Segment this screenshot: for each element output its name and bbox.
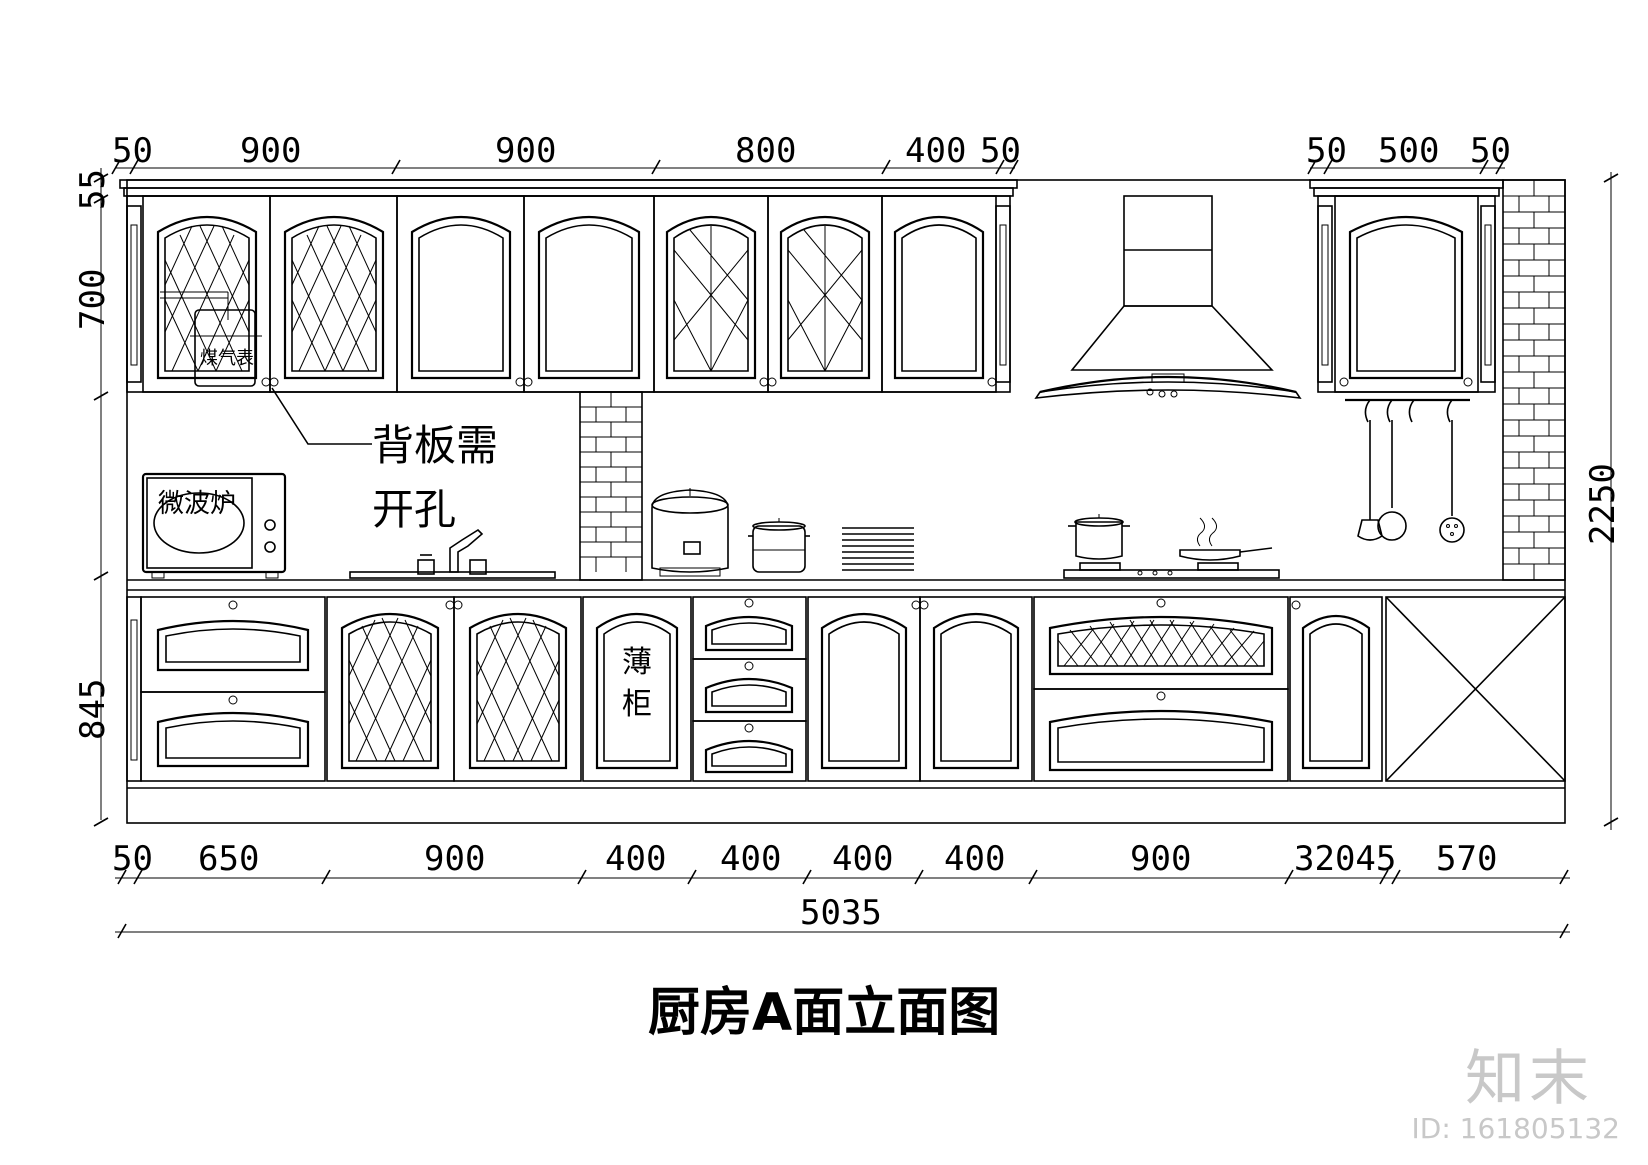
dim-bottom-5: 400: [832, 839, 893, 879]
dim-total: 5035: [800, 893, 882, 933]
dim-top-right-2: 50: [1470, 131, 1511, 171]
dim-top-0: 50: [112, 131, 153, 171]
dim-bottom-3: 400: [605, 839, 666, 879]
dim-top-right-0: 50: [1306, 131, 1347, 171]
dim-left-2: 845: [73, 679, 113, 740]
microwave: 微波炉: [141, 472, 287, 579]
dim-top-1: 900: [240, 131, 301, 171]
dim-bottom-2: 900: [424, 839, 485, 879]
bottom-dimension-line: 50 650 900 400 400 400 400 900 32045 570: [112, 839, 1570, 885]
dim-bottom-4: 400: [720, 839, 781, 879]
drawing-title: 厨房A面立面图: [648, 983, 1000, 1043]
upper-right-cabinet: [1309, 179, 1504, 393]
gas-meter: 煤气表: [160, 291, 262, 387]
right-dimension-line: 2250: [1583, 172, 1623, 830]
gas-meter-label: 煤气表: [200, 348, 254, 369]
brick-wall-center: [579, 391, 643, 581]
base-cabinets: 薄 柜: [126, 596, 1566, 782]
range-hood: [1034, 195, 1302, 400]
backboard-note-line2: 开孔: [372, 485, 456, 534]
utensil-rail: [1345, 398, 1470, 543]
dim-left-1: 700: [73, 269, 113, 330]
rice-cooker: [651, 488, 729, 577]
sink-faucet: [349, 528, 556, 579]
watermark-id: ID: 161805132: [1411, 1112, 1620, 1145]
dim-top-2: 900: [495, 131, 556, 171]
microwave-label: 微波炉: [158, 489, 236, 519]
plate-stack: [842, 527, 914, 571]
dim-top-4: 400: [905, 131, 966, 171]
backboard-note-line1: 背板需: [372, 421, 498, 470]
dim-right: 2250: [1583, 463, 1623, 545]
dim-bottom-8: 32045: [1294, 839, 1396, 879]
dim-bottom-9: 570: [1436, 839, 1497, 879]
cooktop: [1063, 514, 1280, 579]
dim-top-right-1: 500: [1378, 131, 1439, 171]
backboard-note-leader: [271, 387, 372, 445]
dim-top-3: 800: [735, 131, 796, 171]
left-dimension-line: 55 700 845: [73, 168, 113, 827]
stock-pot: [748, 518, 810, 573]
dim-bottom-7: 900: [1130, 839, 1191, 879]
top-dimension-line: 50 900 900 800 400 50 50 500 50: [111, 131, 1511, 175]
total-dimension-line: 5035: [115, 893, 1570, 939]
thin-cabinet-label-1: 薄: [622, 645, 652, 680]
watermark-logo: 知末: [1465, 1044, 1593, 1114]
dim-left-0: 55: [73, 169, 113, 210]
brick-wall-right: [1502, 179, 1566, 581]
dim-bottom-1: 650: [198, 839, 259, 879]
dim-bottom-0: 50: [112, 839, 153, 879]
dim-top-5: 50: [980, 131, 1021, 171]
thin-cabinet-label-2: 柜: [622, 687, 652, 722]
dim-bottom-6: 400: [944, 839, 1005, 879]
